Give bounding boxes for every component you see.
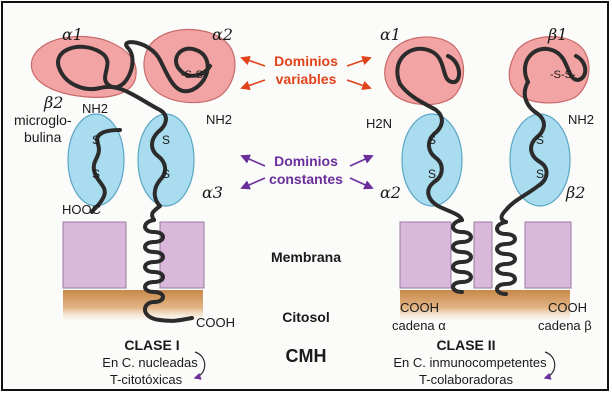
label-nh2-class1-a: NH2 xyxy=(82,101,108,116)
label-ss-class2: -S-S- xyxy=(550,69,576,81)
alpha3-domain xyxy=(138,114,194,206)
class1-line1: En C. nucleadas xyxy=(102,355,198,370)
label-dominios-variables-1: Dominios xyxy=(274,53,338,69)
label-s-e: S xyxy=(428,133,436,147)
label-beta2-symbol: β2 xyxy=(43,93,63,112)
label-alpha2-class1: α2 xyxy=(212,25,233,44)
label-cooh-class1: COOH xyxy=(196,315,235,330)
label-hooc: HOOC xyxy=(62,202,101,217)
membrane-block xyxy=(160,222,204,288)
label-alpha2-class2: α2 xyxy=(380,183,401,202)
label-dominios-constantes-2: constantes xyxy=(269,171,343,187)
label-microglobulina-line2: bulina xyxy=(24,129,62,145)
label-cooh-alpha: COOH xyxy=(400,300,439,315)
label-alpha1-class1: α1 xyxy=(62,25,83,44)
label-s-f: S xyxy=(428,167,436,181)
label-cmh: CMH xyxy=(286,346,327,366)
label-cadena-alpha: cadena α xyxy=(392,318,446,333)
label-citosol: Citosol xyxy=(282,309,329,325)
label-s-g: S xyxy=(536,133,544,147)
label-nh2-class2: NH2 xyxy=(568,112,594,127)
membrane-block xyxy=(474,222,492,288)
label-dominios-constantes-1: Dominios xyxy=(274,153,338,169)
label-cadena-beta: cadena β xyxy=(538,318,592,333)
label-s-b: S xyxy=(92,167,100,181)
label-beta1-class2: β1 xyxy=(547,25,567,44)
label-ss-class1: -S-S- xyxy=(181,69,207,81)
label-dominios-variables-2: variables xyxy=(276,71,337,87)
label-s-d: S xyxy=(162,167,170,181)
label-alpha3: α3 xyxy=(202,183,223,202)
label-s-h: S xyxy=(536,167,544,181)
class2-line1: En C. inmunocompetentes xyxy=(393,355,547,370)
label-beta2-class2: β2 xyxy=(565,183,585,202)
label-s-c: S xyxy=(162,133,170,147)
class2-line2: T-colaboradoras xyxy=(419,372,513,387)
membrane-block xyxy=(400,222,451,288)
label-microglobulina-line1: microglo- xyxy=(14,112,72,128)
label-h2n: H2N xyxy=(366,116,392,131)
cytosol-band-left xyxy=(63,290,203,320)
label-nh2-class1-b: NH2 xyxy=(206,112,232,127)
class1-line2: T-citotóxicas xyxy=(110,372,183,387)
alpha2-domain-class2 xyxy=(402,114,462,206)
label-s-a: S xyxy=(92,133,100,147)
class2-title: CLASE II xyxy=(436,337,495,353)
membrane-block xyxy=(525,222,571,288)
label-cooh-beta: COOH xyxy=(548,300,587,315)
label-alpha1-class2: α1 xyxy=(380,25,401,44)
membrane-block xyxy=(63,222,126,288)
class1-title: CLASE I xyxy=(124,337,179,353)
label-membrana: Membrana xyxy=(271,249,341,265)
